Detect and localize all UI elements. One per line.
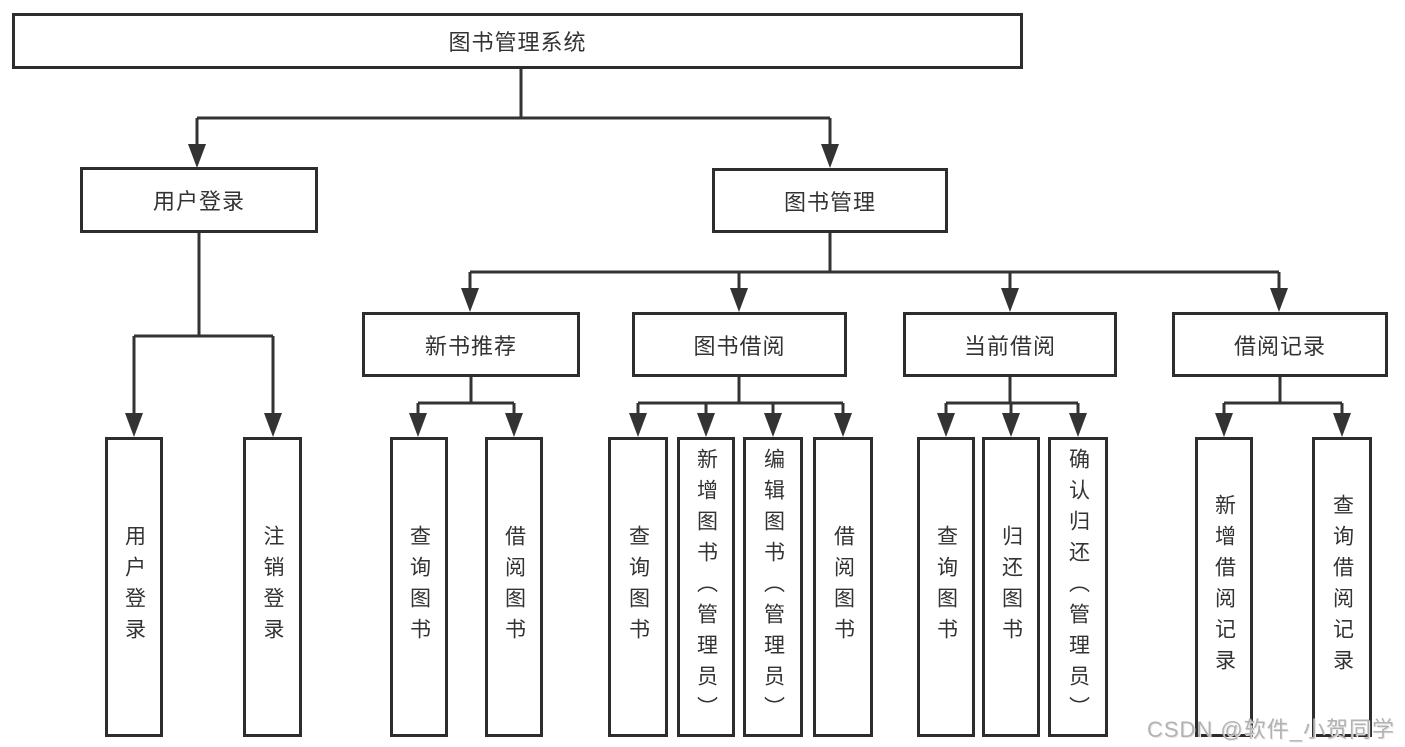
leaf-add-book-admin-label: 新增图书（管理员） bbox=[694, 447, 718, 727]
leaf-borrow-books-recommend-label: 借阅图书 bbox=[502, 525, 526, 649]
leaf-query-borrow-record: 查询借阅记录 bbox=[1312, 437, 1372, 737]
node-user-login-label: 用户登录 bbox=[152, 189, 245, 214]
node-borrow-records-label: 借阅记录 bbox=[1233, 333, 1326, 359]
leaf-return-book-label: 归还图书 bbox=[999, 525, 1023, 649]
leaf-borrow-books-recommend: 借阅图书 bbox=[485, 437, 543, 737]
node-root: 图书管理系统 bbox=[12, 13, 1023, 69]
leaf-query-books-borrow-label: 查询图书 bbox=[626, 525, 650, 649]
node-book-management-label: 图书管理 bbox=[783, 189, 876, 215]
node-current-borrowing-label: 当前借阅 bbox=[963, 333, 1056, 359]
leaf-confirm-return-admin: 确认归还（管理员） bbox=[1048, 437, 1108, 737]
leaf-logout-label: 注销登录 bbox=[261, 525, 284, 649]
leaf-query-books-current: 查询图书 bbox=[917, 437, 975, 737]
node-new-book-recommend: 新书推荐 bbox=[362, 312, 580, 377]
node-borrow-records: 借阅记录 bbox=[1172, 312, 1388, 377]
leaf-return-book: 归还图书 bbox=[982, 437, 1040, 737]
leaf-borrow-books-borrow: 借阅图书 bbox=[813, 437, 873, 737]
node-user-login: 用户登录 bbox=[80, 167, 318, 233]
watermark: CSDN @软件_小贺同学 bbox=[1146, 717, 1395, 742]
leaf-query-books-recommend-label: 查询图书 bbox=[407, 525, 431, 649]
node-book-borrowing-label: 图书借阅 bbox=[693, 333, 786, 359]
leaf-query-books-borrow: 查询图书 bbox=[608, 437, 668, 737]
leaf-add-borrow-record-label: 新增借阅记录 bbox=[1212, 494, 1236, 680]
leaf-confirm-return-admin-label: 确认归还（管理员） bbox=[1066, 447, 1090, 727]
leaf-query-books-recommend: 查询图书 bbox=[390, 437, 448, 737]
leaf-user-login-label: 用户登录 bbox=[122, 525, 146, 649]
leaf-edit-book-admin: 编辑图书（管理员） bbox=[743, 437, 803, 737]
leaf-query-books-current-label: 查询图书 bbox=[934, 525, 958, 649]
node-book-management: 图书管理 bbox=[712, 168, 948, 233]
arrowheads bbox=[125, 144, 1351, 437]
leaf-borrow-books-borrow-label: 借阅图书 bbox=[831, 525, 855, 649]
node-new-book-recommend-label: 新书推荐 bbox=[424, 333, 517, 359]
leaf-query-borrow-record-label: 查询借阅记录 bbox=[1330, 494, 1354, 680]
leaf-edit-book-admin-label: 编辑图书（管理员） bbox=[761, 447, 785, 727]
leaf-logout: 注销登录 bbox=[243, 437, 302, 737]
leaf-add-borrow-record: 新增借阅记录 bbox=[1195, 437, 1253, 737]
node-root-label: 图书管理系统 bbox=[448, 30, 587, 55]
leaf-add-book-admin: 新增图书（管理员） bbox=[677, 437, 735, 737]
node-book-borrowing: 图书借阅 bbox=[632, 312, 847, 377]
node-current-borrowing: 当前借阅 bbox=[903, 312, 1117, 377]
leaf-user-login: 用户登录 bbox=[105, 437, 163, 737]
